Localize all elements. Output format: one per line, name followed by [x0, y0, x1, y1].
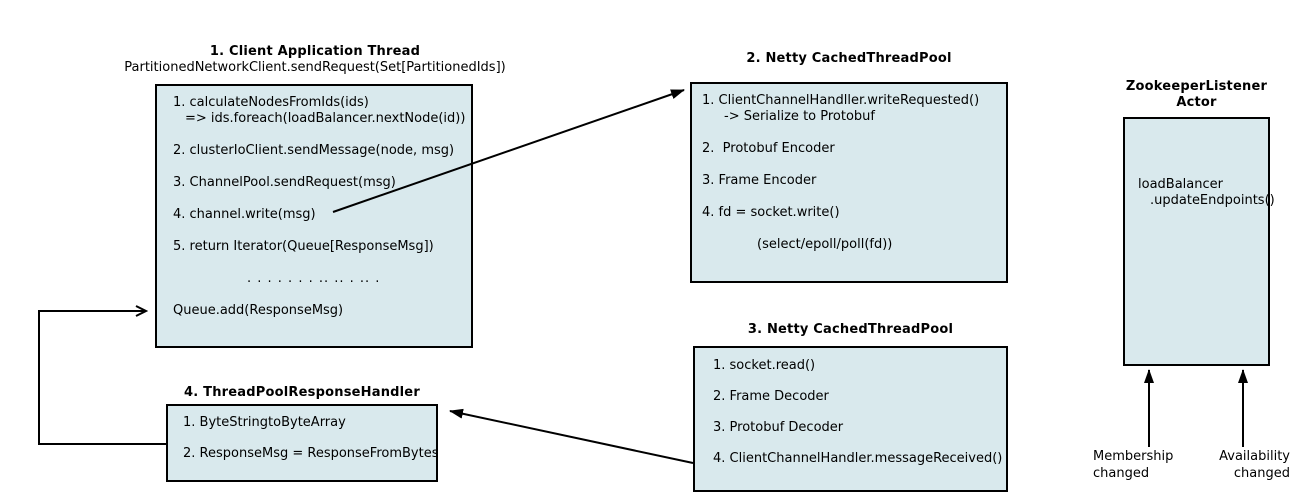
client-step-2: 2. clusterIoClient.sendMessage(node, msg…	[173, 143, 455, 158]
availability-label-line2: changed	[1233, 466, 1290, 481]
netty-out-step-2: 2. Protobuf Encoder	[702, 141, 835, 156]
client-queue-add: Queue.add(ResponseMsg)	[173, 303, 344, 318]
client-ellipsis: . . . . . . . .. .. . .. .	[247, 271, 381, 286]
membership-changed-label: Membership changed	[1093, 448, 1173, 482]
membership-label-line2: changed	[1093, 466, 1150, 481]
netty-out-select-note: (select/epoll/poll(fd))	[757, 237, 893, 252]
client-thread-title: 1. Client Application Thread	[209, 44, 421, 59]
netty-out-step-1b: -> Serialize to Protobuf	[724, 109, 875, 124]
availability-label-line1: Availability	[1219, 449, 1290, 464]
client-thread-box: 1. calculateNodesFromIds(ids) => ids.for…	[155, 84, 473, 348]
netty-in-step-4: 4. ClientChannelHandler.messageReceived(…	[713, 451, 1003, 466]
response-handler-box: 1. ByteStringtoByteArray 2. ResponseMsg …	[166, 404, 439, 482]
zookeeper-title-line1: ZookeeperListener	[1125, 79, 1268, 94]
response-handler-step-2: 2. ResponseMsg = ResponseFromBytes	[183, 446, 439, 461]
netty-in-step-3: 3. Protobuf Decoder	[713, 420, 844, 435]
client-step-1b: => ids.foreach(loadBalancer.nextNode(id)…	[185, 111, 466, 126]
netty-in-step-1: 1. socket.read()	[713, 358, 816, 373]
client-step-5: 5. return Iterator(Queue[ResponseMsg])	[173, 239, 434, 254]
zookeeper-title: ZookeeperListener Actor	[1123, 79, 1270, 111]
netty-in-step-2: 2. Frame Decoder	[713, 389, 829, 404]
client-step-3: 3. ChannelPool.sendRequest(msg)	[173, 175, 396, 190]
membership-label-line1: Membership	[1093, 449, 1174, 464]
arrow-response-handler-to-queue-add	[38, 311, 166, 445]
response-handler-step-1: 1. ByteStringtoByteArray	[183, 415, 346, 430]
netty-out-step-1: 1. ClientChannelHandller.writeRequested(…	[702, 93, 980, 108]
netty-out-step-4: 4. fd = socket.write()	[702, 205, 840, 220]
zookeeper-box: loadBalancer .updateEndpoints()	[1123, 117, 1275, 366]
netty-out-title: 2. Netty CachedThreadPool	[746, 51, 952, 66]
netty-in-box: 1. socket.read() 2. Frame Decoder 3. Pro…	[693, 346, 1008, 492]
zookeeper-title-line2: Actor	[1176, 95, 1217, 110]
zookeeper-update-endpoints: .updateEndpoints()	[1150, 193, 1275, 208]
client-step-4: 4. channel.write(msg)	[173, 207, 316, 222]
netty-out-step-3: 3. Frame Encoder	[702, 173, 817, 188]
client-thread-subtitle: PartitionedNetworkClient.sendRequest(Set…	[124, 60, 506, 75]
response-handler-title: 4. ThreadPoolResponseHandler	[184, 385, 420, 400]
availability-changed-label: Availability changed	[1219, 448, 1290, 482]
client-step-1: 1. calculateNodesFromIds(ids)	[173, 95, 369, 110]
arrow-message-received-to-response-handler	[449, 408, 694, 464]
netty-in-title: 3. Netty CachedThreadPool	[747, 322, 954, 337]
netty-out-box: 1. ClientChannelHandller.writeRequested(…	[690, 82, 1008, 283]
zookeeper-loadbalancer: loadBalancer	[1138, 177, 1223, 192]
